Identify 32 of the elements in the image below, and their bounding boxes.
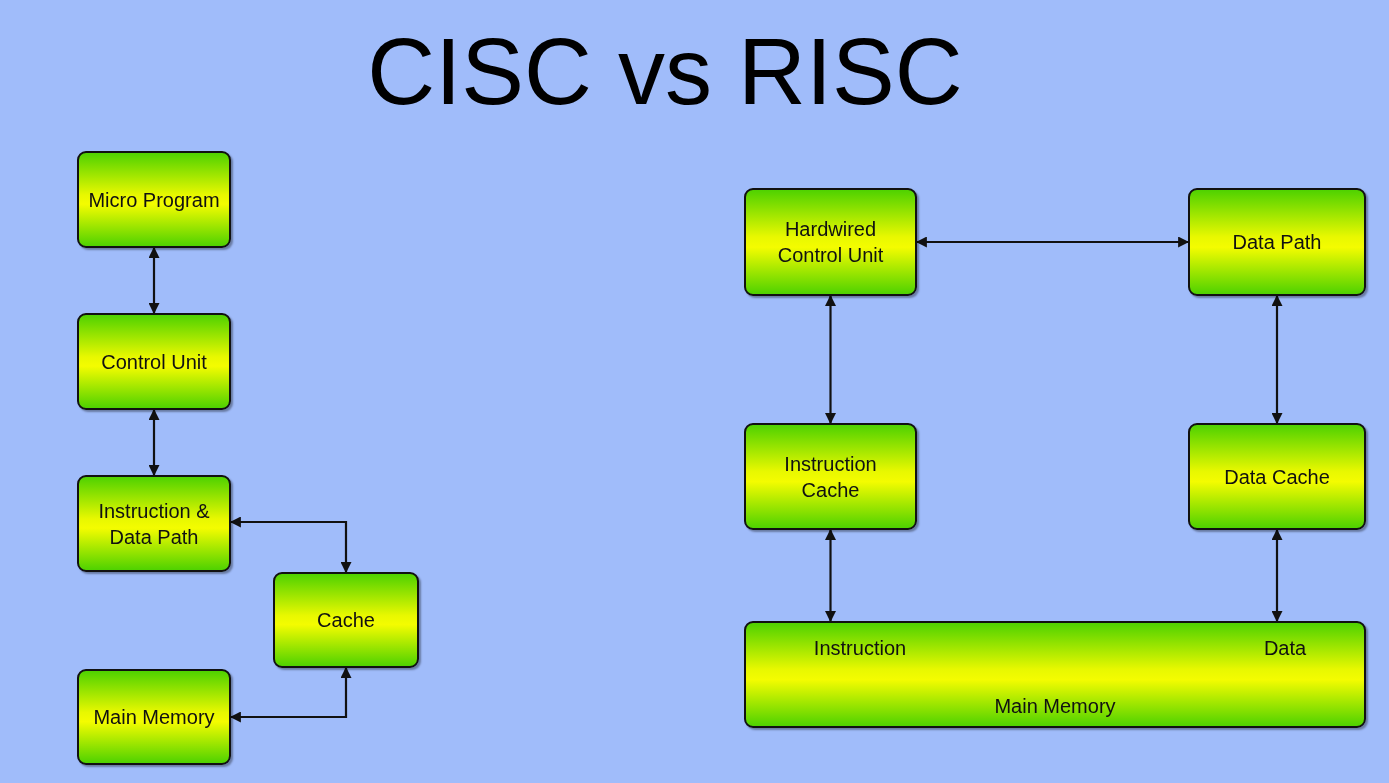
box-label: Hardwired Control Unit: [776, 217, 885, 268]
process-box: [77, 669, 231, 765]
process-box: [744, 621, 1366, 728]
double-arrow: [148, 408, 160, 477]
box-label: Instruction: [813, 636, 907, 661]
double-arrow: [915, 236, 1190, 248]
process-box: [744, 423, 917, 530]
box-label: Data: [1263, 636, 1307, 661]
double-arrow: [229, 516, 352, 574]
double-arrow: [229, 666, 352, 723]
title: CISC vs RISC: [366, 18, 964, 126]
box-label: Main Memory: [93, 705, 215, 730]
box-label: Cache: [317, 608, 375, 633]
box-label: Main Memory: [994, 694, 1116, 719]
box-label: Control Unit: [101, 349, 207, 375]
double-arrow: [1271, 294, 1283, 425]
box-label: Micro Program: [88, 187, 220, 213]
process-box: [1188, 423, 1366, 530]
box-label: Instruction & Data Path: [97, 498, 211, 550]
process-box: [1188, 188, 1366, 296]
process-box: [273, 572, 419, 668]
process-box: [744, 188, 917, 296]
double-arrow: [825, 294, 836, 425]
box-label: Instruction Cache: [783, 451, 878, 503]
process-box: [77, 475, 231, 572]
process-box: [77, 151, 231, 248]
double-arrow: [825, 528, 836, 623]
double-arrow: [1271, 528, 1283, 623]
double-arrow: [148, 246, 160, 315]
box-label: Data Cache: [1224, 464, 1330, 490]
box-label: Data Path: [1232, 230, 1322, 255]
process-box: [77, 313, 231, 410]
